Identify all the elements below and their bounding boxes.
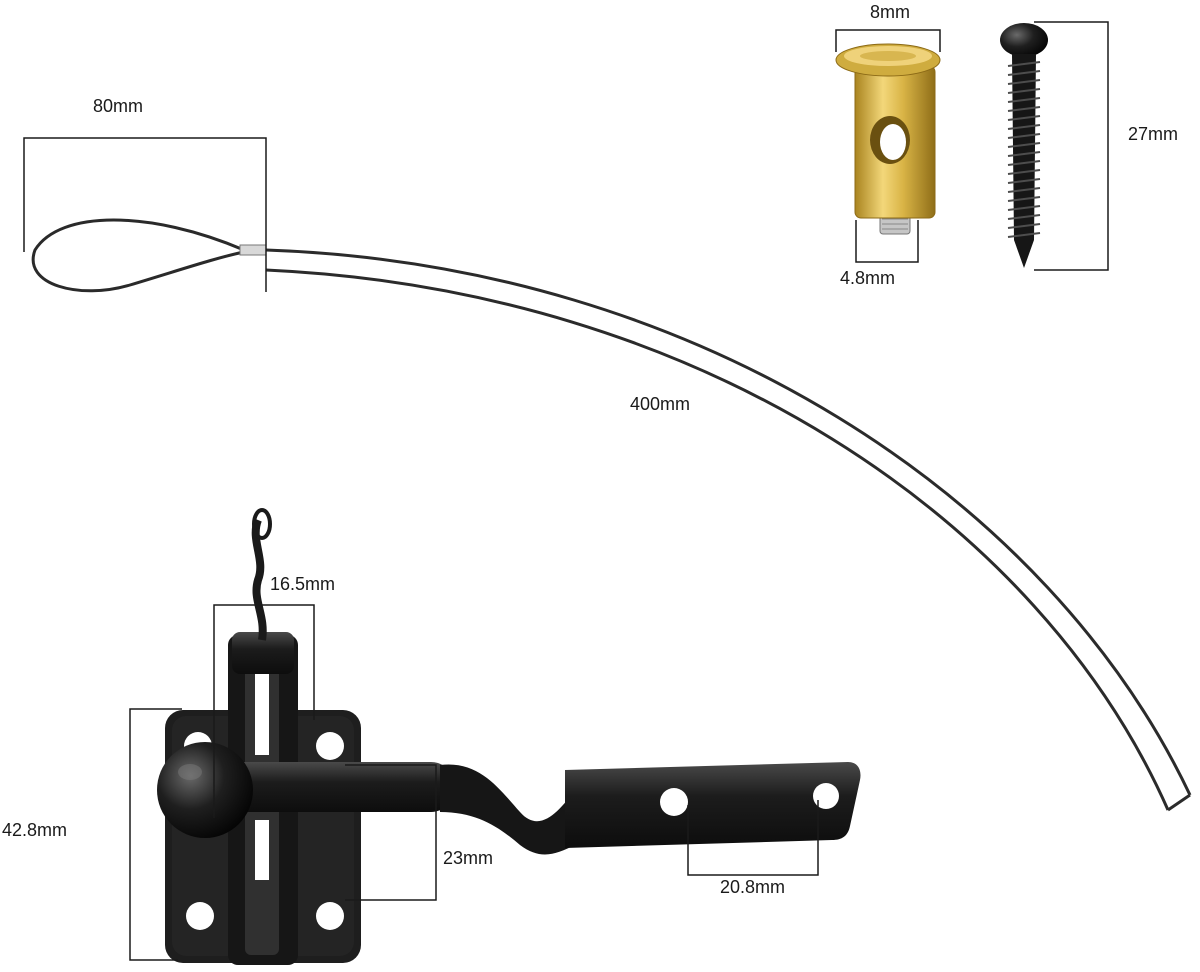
brass-pin xyxy=(835,43,941,235)
cable xyxy=(265,248,1192,812)
screw-thread xyxy=(1007,214,1041,220)
screw-thread xyxy=(1007,115,1041,121)
screw-thread xyxy=(1007,97,1041,103)
screw-thread xyxy=(1007,187,1041,193)
pin-head-width-label: 8mm xyxy=(870,2,910,22)
plate-hole xyxy=(186,902,214,930)
arm-hole xyxy=(813,783,839,809)
screw-thread xyxy=(1007,205,1041,211)
screw-thread xyxy=(1007,61,1041,67)
screw-thread xyxy=(1007,133,1041,139)
screw-thread xyxy=(1007,232,1041,238)
screw-thread xyxy=(1007,79,1041,85)
pin-head-dimension xyxy=(835,29,941,52)
screw xyxy=(1000,23,1048,268)
arm-height-label: 23mm xyxy=(443,848,494,868)
screw-thread xyxy=(1007,124,1041,130)
hole-spacing-label: 20.8mm xyxy=(720,877,786,897)
arm-hole xyxy=(660,788,688,816)
screw-length-label: 27mm xyxy=(1128,124,1179,144)
screw-thread xyxy=(1007,106,1041,112)
screw-thread xyxy=(1007,223,1041,229)
screw-thread xyxy=(1007,70,1041,76)
screw-thread xyxy=(1007,196,1041,202)
plate-hole xyxy=(316,732,344,760)
screw-thread xyxy=(1007,169,1041,175)
pin-thread-width-label: 4.8mm xyxy=(840,268,896,288)
screw-thread xyxy=(1007,151,1041,157)
cable-length-label: 400mm xyxy=(630,394,691,414)
plate-height-dimension xyxy=(129,708,182,961)
hole-spacing-dimension xyxy=(687,800,819,876)
cable-loop xyxy=(31,218,267,293)
pin-thread-dimension xyxy=(855,220,919,263)
slot-width-dimension xyxy=(213,604,315,818)
loop-width-label: 80mm xyxy=(93,96,144,116)
loop-width-dimension xyxy=(23,137,267,292)
arm-height-dimension xyxy=(345,764,437,901)
plate-height-label: 42.8mm xyxy=(2,820,68,840)
screw-thread xyxy=(1007,142,1041,148)
plate-hole xyxy=(316,902,344,930)
screw-length-dimension xyxy=(1034,21,1109,271)
cable-ferrule xyxy=(239,244,267,256)
screw-thread xyxy=(1007,88,1041,94)
screw-thread xyxy=(1007,160,1041,166)
slot-width-label: 16.5mm xyxy=(270,574,336,594)
screw-thread xyxy=(1007,178,1041,184)
